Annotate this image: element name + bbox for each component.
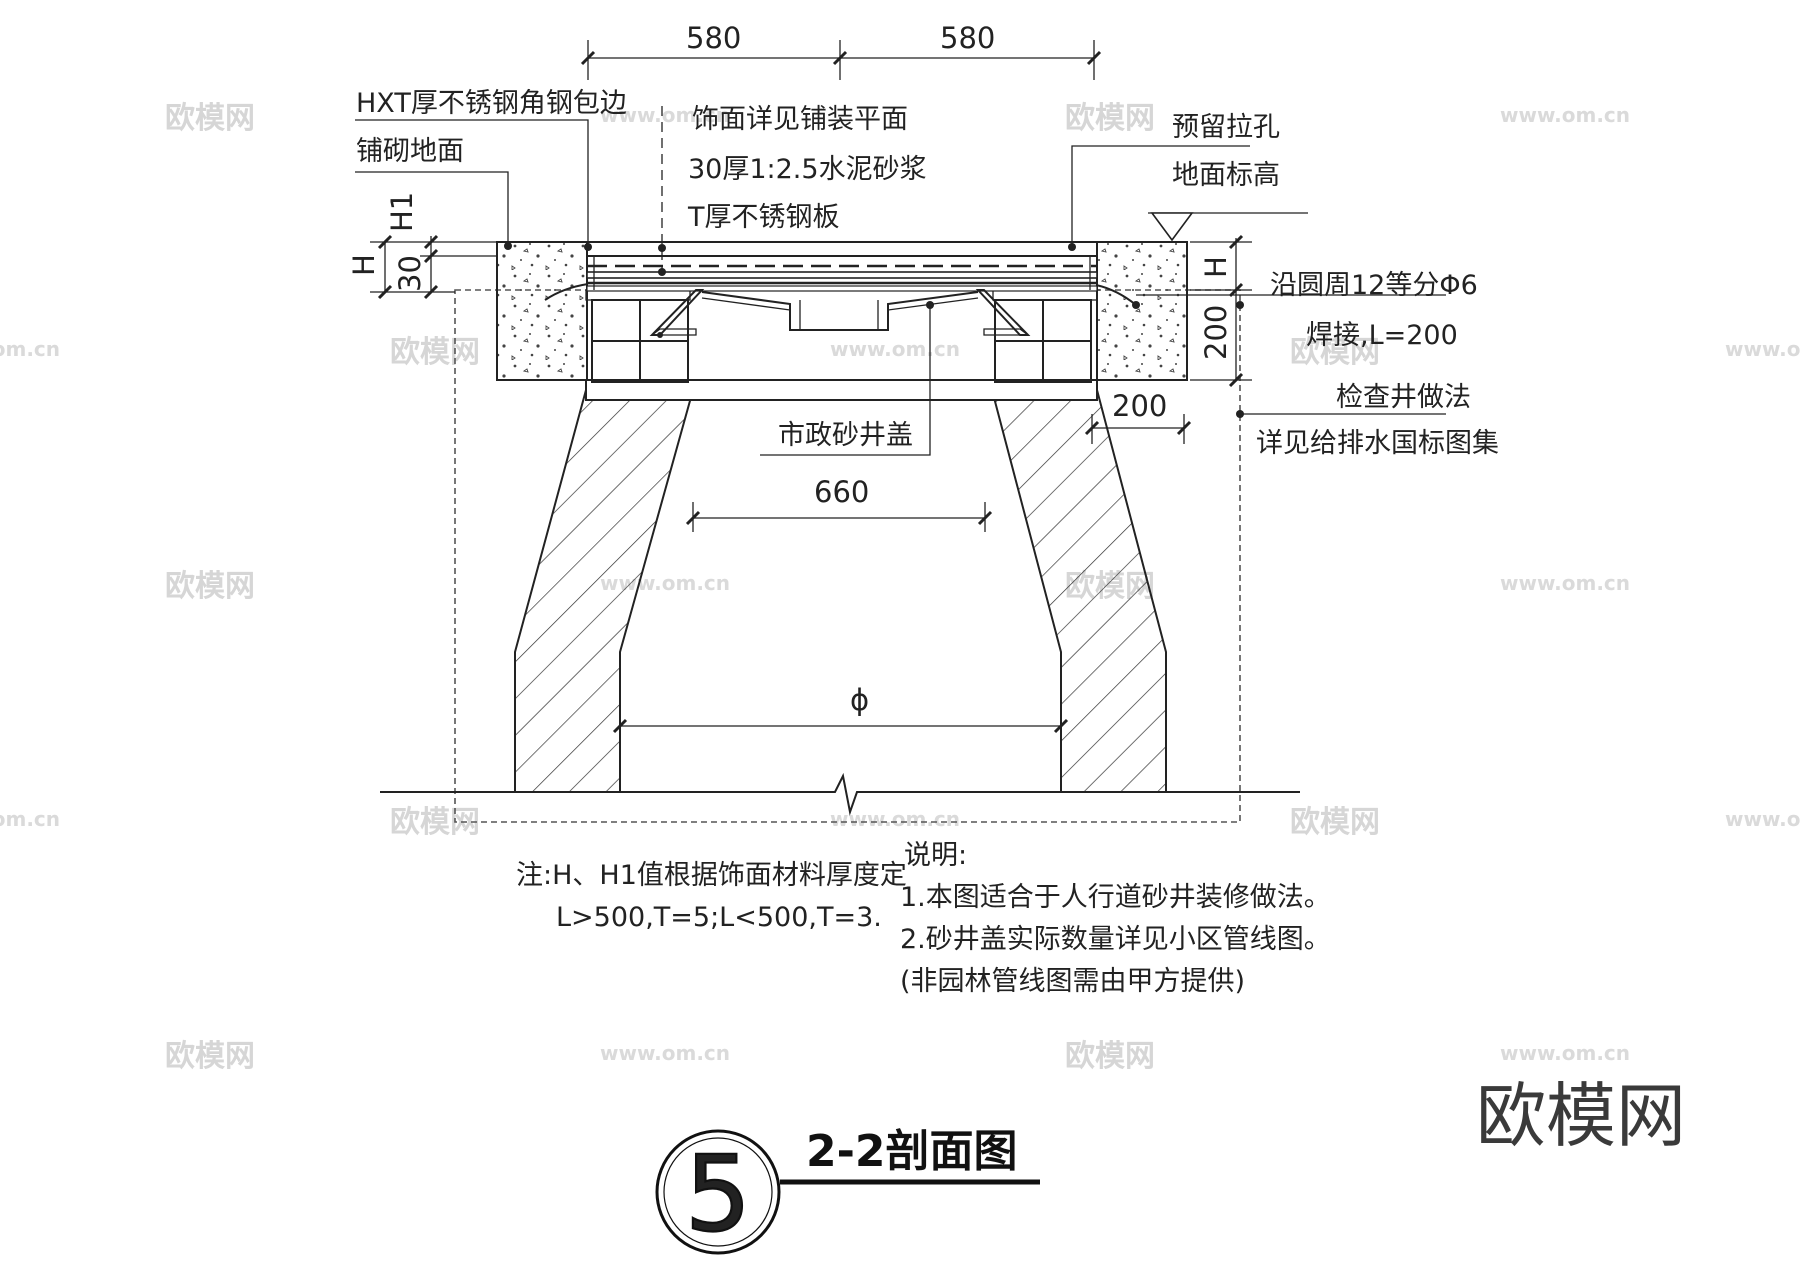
label-ground-elev: 地面标高 — [1172, 160, 1280, 191]
dim-diameter: ϕ — [850, 683, 869, 717]
watermark-url: www.om.cn — [0, 337, 60, 361]
dim-left-h1: H1 — [385, 192, 419, 232]
watermark-logo: 欧模网 — [165, 101, 255, 136]
brand-logo: 欧模网 — [1476, 1075, 1686, 1157]
left-frame — [585, 289, 691, 383]
ground-level-mark — [1148, 212, 1308, 242]
label-steel-plate: T厚不锈钢板 — [687, 202, 840, 233]
drawing-title: 2-2剖面图 — [806, 1126, 1018, 1177]
note-2: L>500,T=5;L<500,T=3. — [556, 902, 882, 933]
well-cover — [649, 289, 1031, 336]
dim-right-h: H — [1199, 256, 1233, 278]
ground-line — [380, 772, 1300, 816]
leader-lines — [355, 106, 1446, 456]
explain-2: 2.砂井盖实际数量详见小区管线图。 — [900, 924, 1331, 955]
label-rebar-2: 焊接,L=200 — [1306, 320, 1458, 351]
label-finish-ref: 饰面详见铺装平面 — [692, 104, 908, 135]
dim-right-offset: 200 — [1112, 389, 1167, 423]
cover-collar — [585, 379, 1098, 401]
detail-number: 5 — [685, 1133, 751, 1255]
left-concrete-block — [496, 241, 588, 381]
watermark-logo: 欧模网 — [390, 335, 480, 370]
watermark-url: www.om.cn — [1725, 807, 1800, 831]
label-mortar: 30厚1:2.5水泥砂浆 — [688, 154, 927, 185]
watermark-logo: 欧模网 — [165, 1039, 255, 1074]
right-rebar — [1095, 284, 1137, 306]
label-cover: 市政砂井盖 — [778, 420, 913, 451]
dim-right-height: 200 — [1199, 305, 1233, 360]
watermark-logo: 欧模网 — [165, 569, 255, 604]
explain-title: 说明: — [904, 840, 967, 871]
watermark-url: www.om.cn — [830, 337, 960, 361]
dimension-lines — [370, 40, 1252, 734]
dim-top-right: 580 — [940, 21, 995, 55]
label-manhole-2: 详见给排水国标图集 — [1256, 428, 1499, 459]
explain-3: (非园林管线图需由甲方提供) — [900, 966, 1245, 997]
left-rebar — [544, 283, 589, 301]
dim-left-30: 30 — [393, 255, 427, 292]
right-frame — [992, 289, 1098, 383]
watermark-url: www.om.cn — [600, 103, 730, 127]
label-angle-steel: HXT厚不锈钢角钢包边 — [356, 88, 627, 119]
watermark-logo: 欧模网 — [1290, 335, 1380, 370]
label-manhole-1: 检查井做法 — [1336, 382, 1471, 413]
right-concrete-block — [1096, 241, 1188, 381]
label-paved-ground: 铺砌地面 — [356, 136, 464, 167]
right-manhole-wall — [990, 389, 1167, 793]
watermark-logo: 欧模网 — [1290, 805, 1380, 840]
dim-left-h: H — [347, 254, 381, 276]
watermark-url: www.om.cn — [1500, 571, 1630, 595]
dim-top-left: 580 — [686, 21, 741, 55]
title-block: 2-2剖面图 5 — [655, 1126, 1040, 1256]
label-pull-hole: 预留拉孔 — [1172, 112, 1280, 143]
watermark-logo: 欧模网 — [1065, 101, 1155, 136]
watermark-url: www.om.cn — [600, 1041, 730, 1065]
watermark-url: www.om.cn — [1725, 337, 1800, 361]
watermark-url: www.om.cn — [830, 807, 960, 831]
watermark-url: www.om.cn — [1500, 1041, 1630, 1065]
explain-1: 1.本图适合于人行道砂井装修做法。 — [900, 882, 1331, 913]
watermark-logo: 欧模网 — [1065, 1039, 1155, 1074]
dim-inner-width: 660 — [814, 475, 869, 509]
watermark-url: www.om.cn — [1500, 103, 1630, 127]
note-1: 注:H、H1值根据饰面材料厚度定 — [516, 860, 907, 891]
label-rebar-1: 沿圆周12等分Φ6 — [1270, 270, 1478, 301]
watermark-url: www.om.cn — [0, 807, 60, 831]
watermarks: 欧模网 www.om.cn 欧模网 www.om.cn www.om.cn 欧模… — [0, 101, 1800, 1074]
